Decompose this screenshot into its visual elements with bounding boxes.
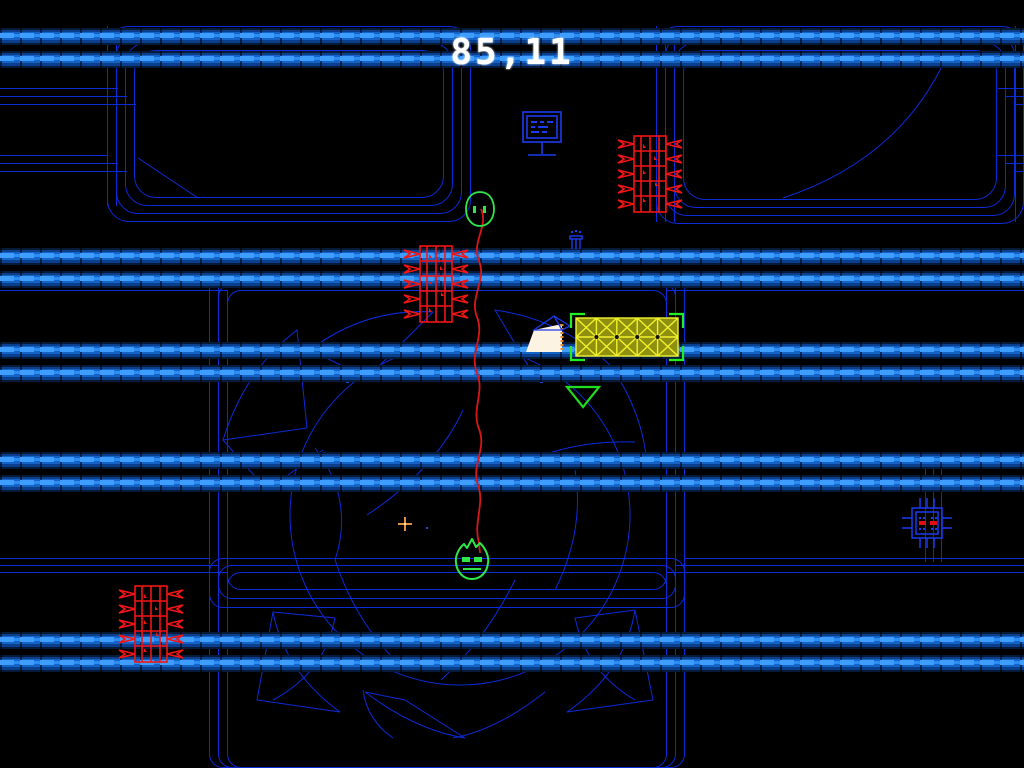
wire-vertical-bundle-e1 — [1015, 26, 1016, 222]
green-waypoint-triangle[interactable] — [563, 383, 603, 411]
wire-left-rail-1 — [0, 88, 118, 89]
wire-left-rail-6 — [0, 171, 127, 172]
wire-vertical-bundle-a1 — [107, 26, 108, 206]
wire-left-low-3 — [0, 572, 228, 573]
antenna-beacon — [569, 230, 583, 249]
spike-tower — [118, 585, 184, 663]
rail-band-upper-mid — [0, 248, 1024, 288]
rail-segment — [0, 475, 1024, 492]
rail-band-lower-mid — [0, 452, 1024, 492]
wire-right-low-2 — [675, 565, 1024, 566]
wireframe-panel-top-right — [683, 50, 997, 200]
rail-segment — [0, 248, 1024, 265]
rail-band-mid — [0, 342, 1024, 382]
wire-vertical-bundle-d1 — [656, 26, 657, 222]
rail-segment — [0, 28, 1024, 45]
wire-vertical-bundle-a2 — [116, 34, 117, 206]
wire-right-rail-3 — [1014, 104, 1024, 105]
anchor-head — [465, 191, 495, 227]
rail-band-bottom — [0, 632, 1024, 672]
wire-vertical-bundle-c3 — [684, 290, 685, 598]
wire-left-low-2 — [0, 565, 219, 566]
rail-segment — [0, 655, 1024, 672]
wire-left-rail-2 — [0, 96, 127, 97]
wire-vertical-bundle-b2 — [218, 283, 219, 603]
rail-band-top — [0, 28, 1024, 68]
wire-left-low-1 — [0, 558, 210, 559]
chip-led-left — [919, 521, 926, 525]
wire-right-rail-1 — [998, 88, 1024, 89]
rail-segment — [0, 365, 1024, 382]
wire-vertical-bundle-d2 — [665, 34, 666, 222]
wire-vertical-bundle-d3 — [674, 42, 675, 222]
rail-segment — [0, 51, 1024, 68]
panel-diagonal-top-right — [782, 59, 946, 199]
wire-left-mid-3 — [0, 290, 228, 291]
chip-led-right — [930, 521, 937, 525]
spike-tower — [617, 135, 683, 213]
score-readout: 85,11 — [450, 32, 574, 73]
rail-segment — [0, 271, 1024, 288]
wire-vertical-bundle-f1 — [925, 452, 926, 562]
wire-right-low-1 — [684, 558, 1024, 559]
rail-segment — [0, 452, 1024, 469]
chip-device-icon[interactable] — [902, 498, 952, 548]
monitor-icon[interactable] — [518, 108, 566, 160]
white-ramp-block — [526, 315, 572, 352]
tether-rope — [473, 208, 484, 554]
wire-vertical-bundle-b1 — [209, 276, 210, 608]
panel-diagonal-top-left — [137, 157, 199, 199]
wire-vertical-bundle-b3 — [227, 290, 228, 598]
wire-right-rail-6 — [1014, 171, 1024, 172]
wire-right-low-3 — [666, 572, 1024, 573]
decor-dot-4 — [426, 527, 428, 529]
wire-vertical-bundle-f3 — [941, 452, 942, 562]
wire-left-rail-3 — [0, 104, 136, 105]
wire-vertical-bundle-c2 — [675, 283, 676, 603]
wire-vertical-bundle-c1 — [666, 276, 667, 608]
flame-character[interactable] — [449, 536, 495, 582]
wire-left-rail-5 — [0, 163, 118, 164]
rail-segment — [0, 632, 1024, 649]
spike-tower — [403, 245, 469, 323]
rail-segment — [0, 342, 1024, 359]
yellow-grid-platform[interactable] — [568, 312, 688, 362]
wireframe-panel-top-left — [134, 50, 444, 198]
target-crosshair — [398, 517, 412, 531]
wire-right-mid-3 — [666, 290, 1024, 291]
wire-left-rail-4 — [0, 155, 108, 156]
wire-right-rail-4 — [998, 155, 1024, 156]
